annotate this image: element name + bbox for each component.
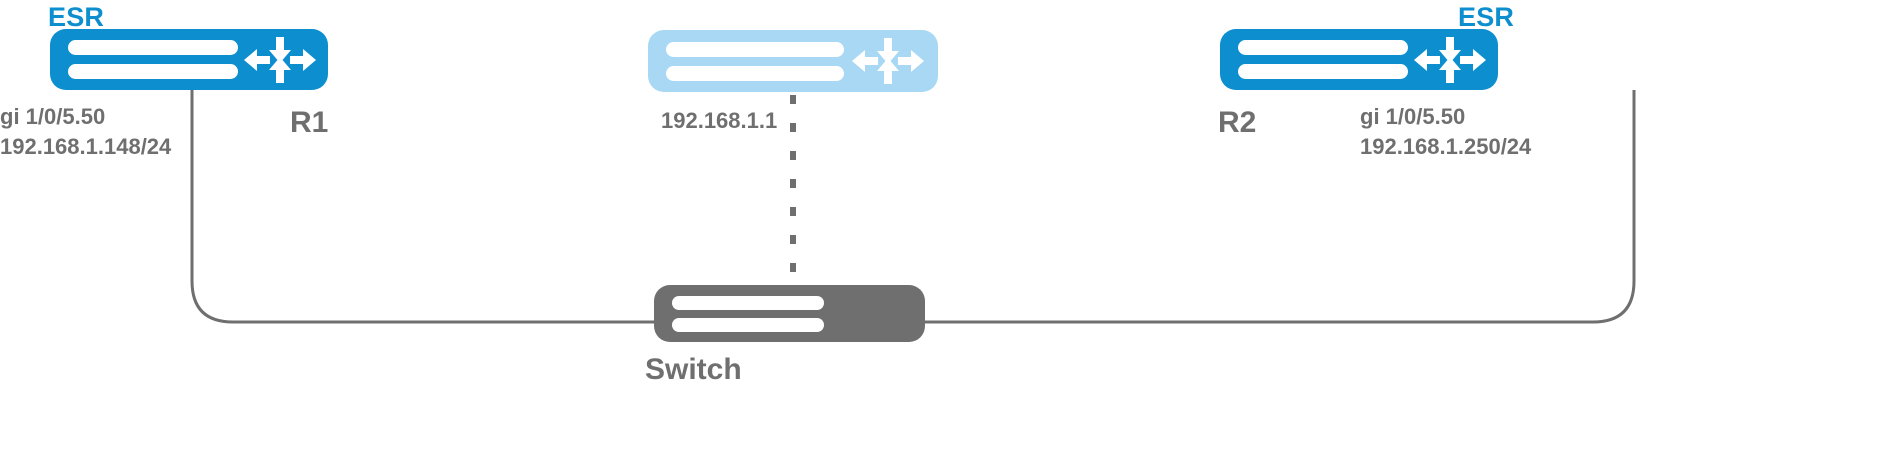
slot-bar: [666, 41, 844, 57]
slot-bar: [672, 317, 824, 332]
router-r1-slots: [68, 29, 238, 90]
slot-bar: [666, 65, 844, 81]
router-r2-vendor-label: ESR: [1458, 2, 1515, 32]
slot-bar: [1238, 40, 1408, 55]
router-r2-interface: gi 1/0/5.50: [1360, 104, 1466, 129]
router-r1-address: 192.168.1.148/24: [0, 134, 172, 159]
router-icon: [1412, 35, 1488, 85]
slot-bar: [672, 295, 824, 310]
link-r2-switch: [925, 90, 1636, 324]
router-center-slots: [666, 30, 844, 92]
router-center-address: 192.168.1.1: [661, 108, 778, 133]
router-r1-interface: gi 1/0/5.50: [0, 104, 106, 129]
router-r2-name: R2: [1218, 106, 1257, 139]
link-r1-switch: [190, 90, 788, 324]
router-r2-address: 192.168.1.250/24: [1360, 134, 1532, 159]
router-r2-slots: [1238, 29, 1408, 90]
router-r2[interactable]: [1220, 29, 1498, 90]
router-r1[interactable]: [50, 29, 328, 90]
slot-bar: [68, 64, 238, 79]
router-icon: [850, 36, 926, 86]
router-icon: [242, 35, 318, 85]
router-center[interactable]: [648, 30, 938, 92]
slot-bar: [68, 40, 238, 55]
switch-slots: [672, 285, 824, 342]
router-r1-name: R1: [290, 106, 329, 139]
slot-bar: [1238, 64, 1408, 79]
router-r1-vendor-label: ESR: [48, 2, 105, 32]
switch-name: Switch: [645, 353, 742, 386]
switch-node[interactable]: [654, 285, 925, 342]
